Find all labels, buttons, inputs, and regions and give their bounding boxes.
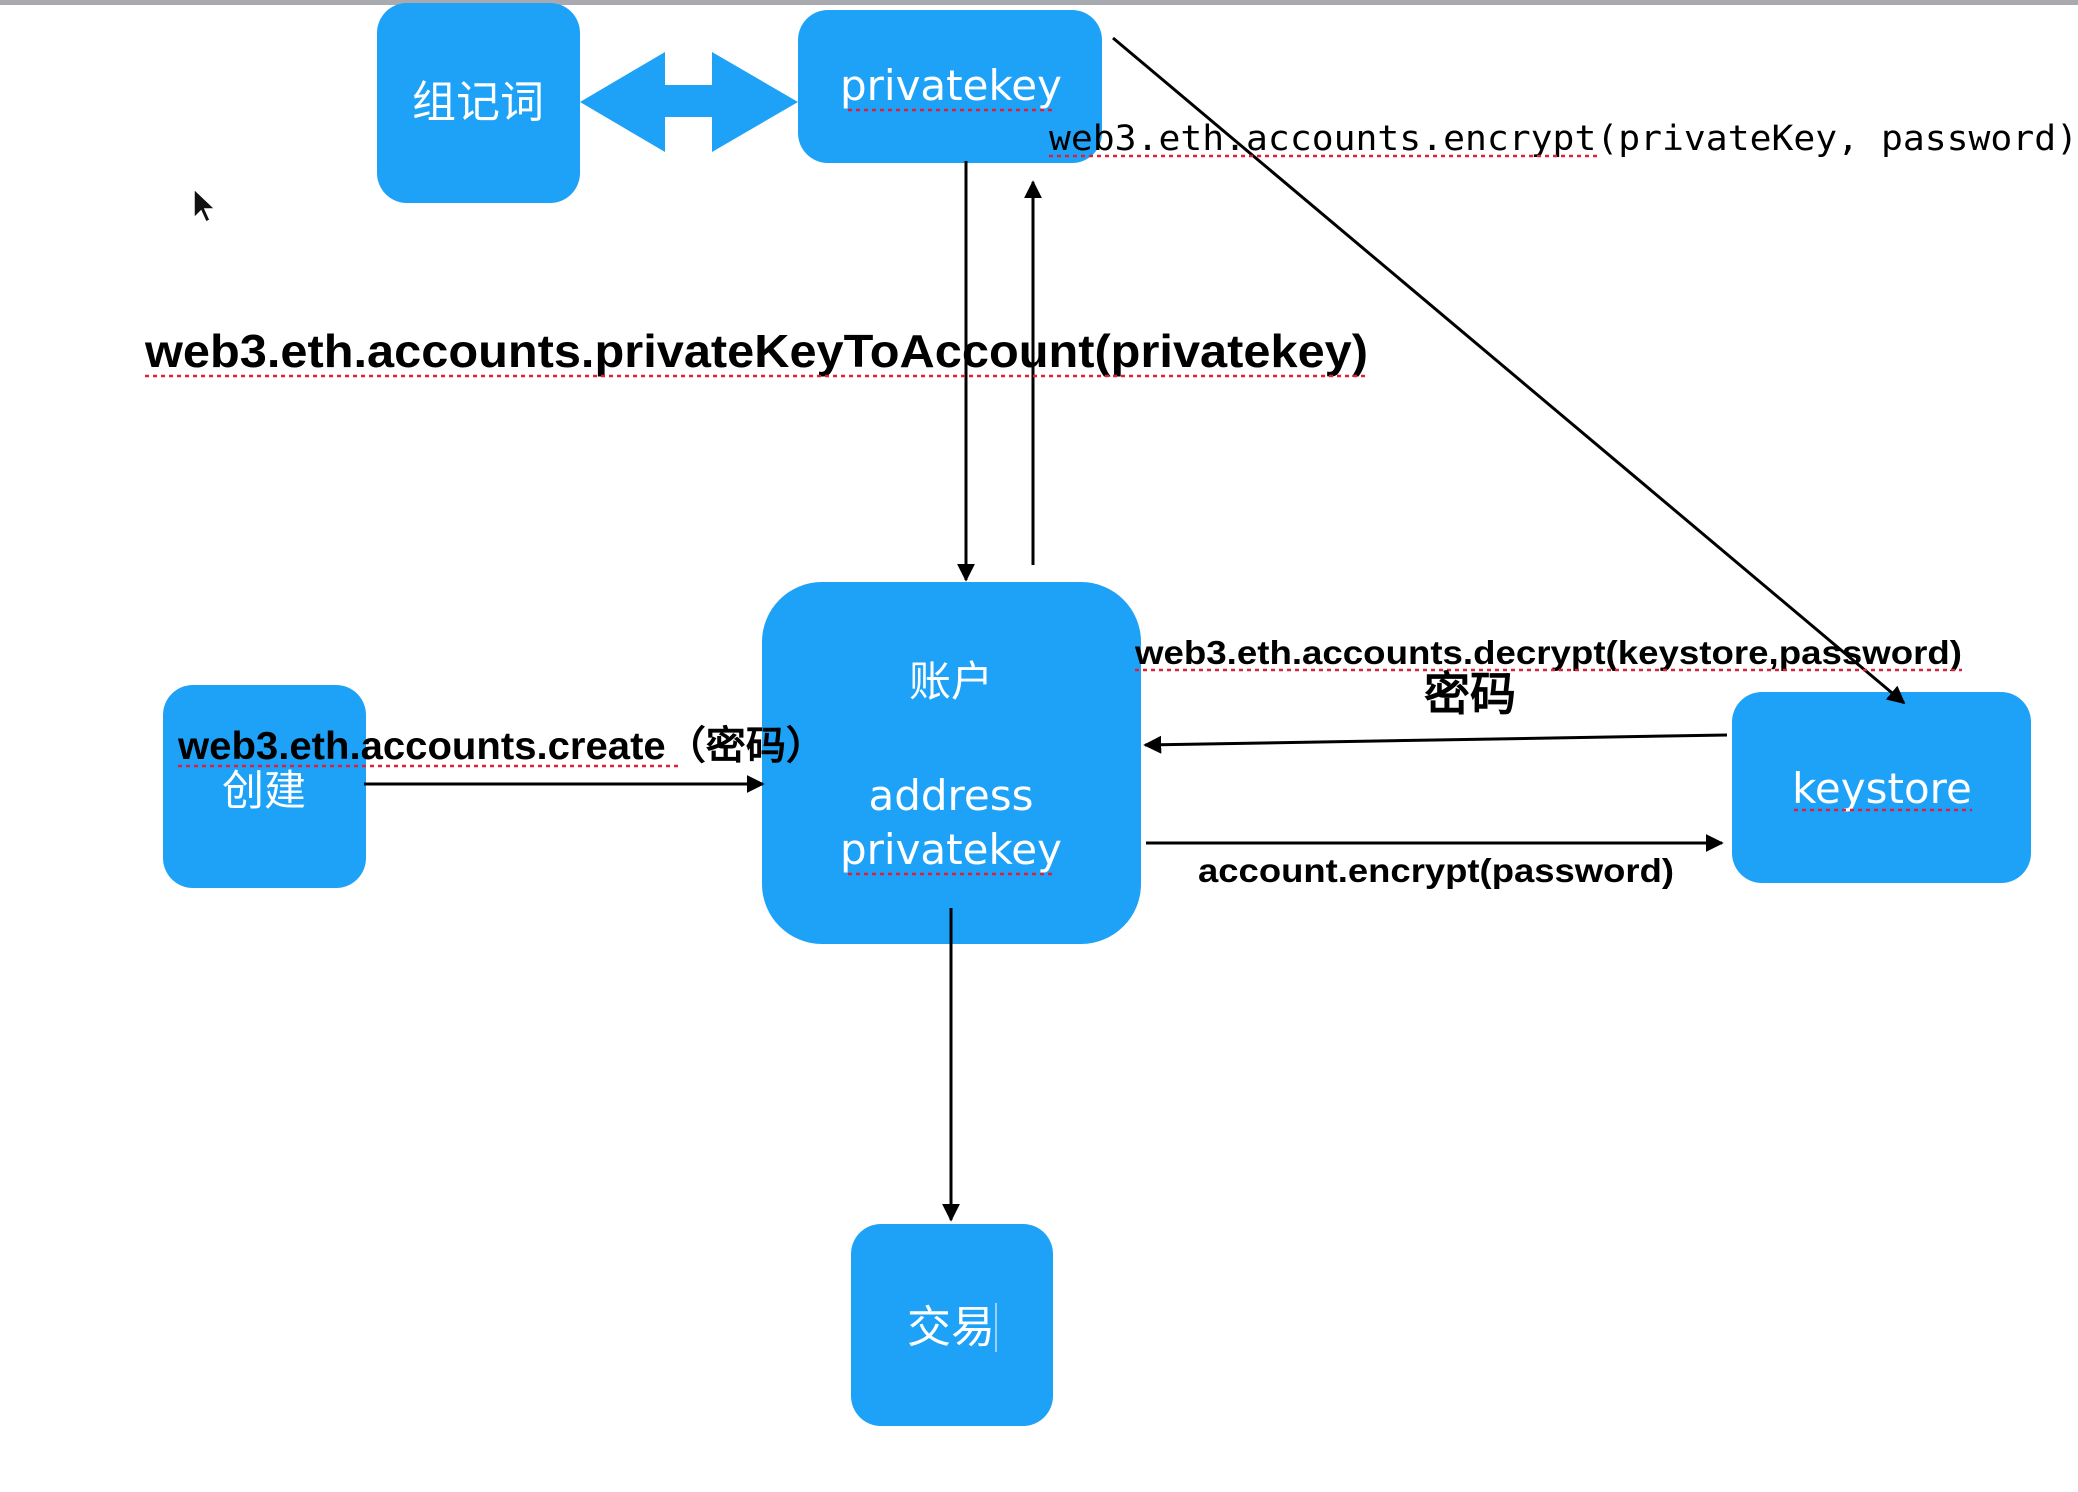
arrow-privatekey-to-keystore [1112,36,1906,705]
node-create-label: 创建 [222,766,306,815]
node-account-privatekey: privatekey [840,825,1062,874]
node-keystore-label: keystore [1792,764,1972,813]
node-keystore-box [1732,692,2031,883]
node-transaction[interactable]: 交易 [851,1224,1053,1426]
node-transaction-label: 交易 [907,1302,995,1353]
label-encrypt-code: web3.eth.accounts.encrypt(privateKey, pa… [1049,119,2078,159]
label-password-note: 密码 [1424,668,1516,720]
arrow-keystore-to-account [1143,733,1728,754]
node-transaction-box [851,1224,1053,1426]
node-keystore[interactable]: keystore [1732,692,2031,883]
node-mnemonic[interactable]: 组记词 [377,3,580,203]
node-mnemonic-label: 组记词 [412,77,544,128]
node-account-box [762,582,1141,944]
node-account-address: address [868,771,1033,820]
node-account-title: 账户 [909,657,993,706]
window-top-border [0,0,2078,5]
label-create-call: web3.eth.accounts.create（密码） [177,724,826,768]
node-privatekey-label: privatekey [840,61,1062,110]
double-arrow-mnemonic-privatekey [580,52,798,152]
node-create[interactable]: 创建 [163,685,366,888]
node-privatekey[interactable]: privatekey [798,10,1102,163]
node-privatekey-box [798,10,1102,163]
label-account-encrypt: account.encrypt(password) [1198,852,1674,889]
label-private-key-to-account: web3.eth.accounts.privateKeyToAccount(pr… [144,325,1368,377]
mouse-cursor-icon [193,187,217,224]
node-mnemonic-box [377,3,580,203]
label-decrypt: web3.eth.accounts.decrypt(keystore,passw… [1134,634,1962,671]
node-create-box [163,685,366,888]
node-account[interactable]: 账户 address privatekey [762,582,1141,944]
